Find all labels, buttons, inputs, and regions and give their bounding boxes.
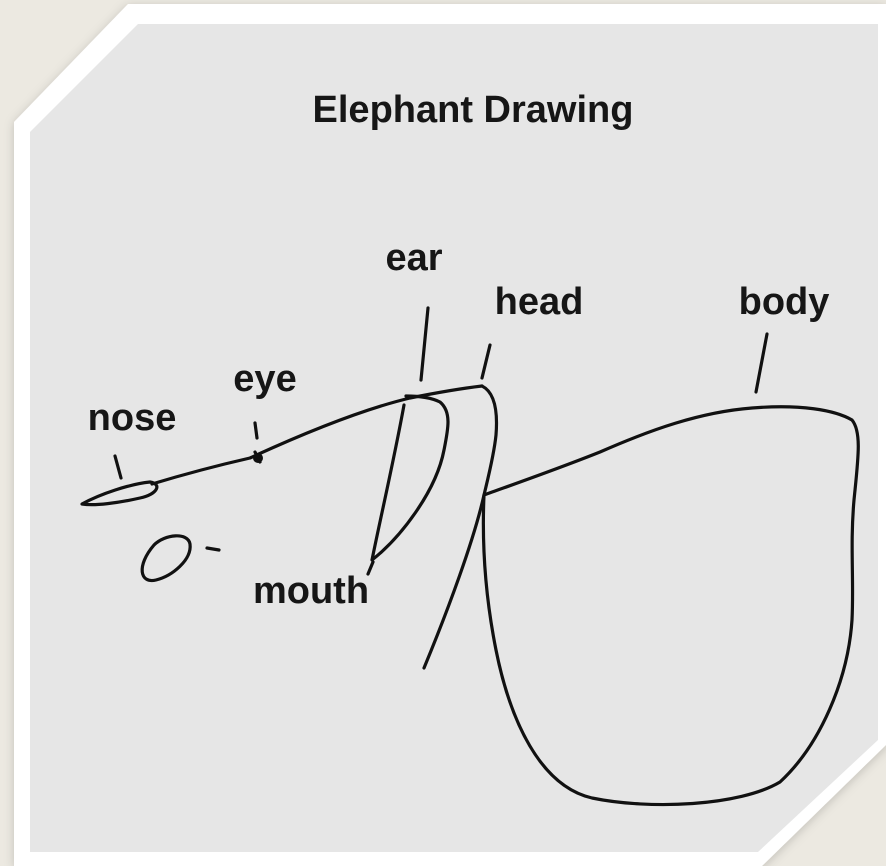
pointer-eye	[255, 423, 257, 438]
label-nose: nose	[88, 397, 177, 439]
diagram-title: Elephant Drawing	[313, 89, 634, 131]
label-eye: eye	[233, 358, 296, 400]
label-head: head	[495, 281, 584, 323]
eye-dot	[253, 453, 263, 463]
label-ear: ear	[385, 237, 442, 279]
pointer-mouth	[207, 548, 219, 550]
label-mouth: mouth	[253, 570, 369, 612]
label-body: body	[739, 281, 830, 323]
